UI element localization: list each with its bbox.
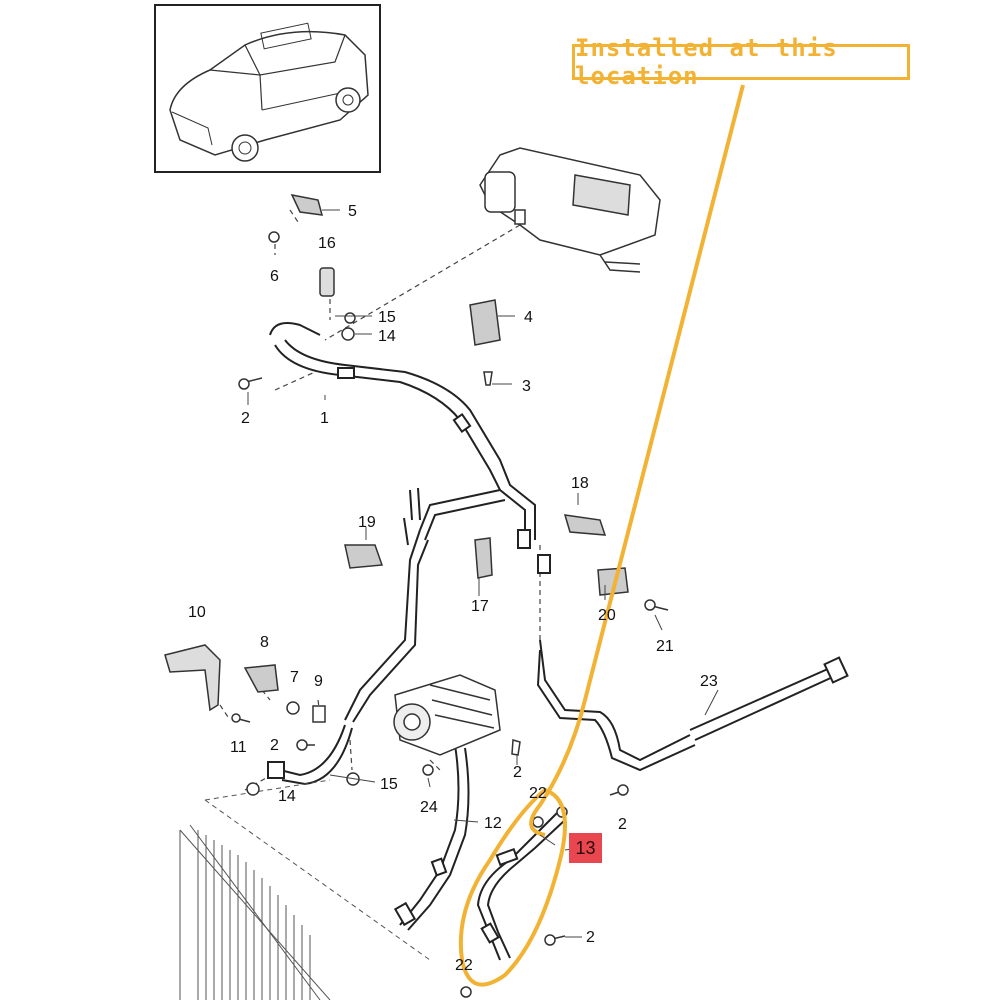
vehicle-thumbnail bbox=[154, 4, 381, 173]
hvac-housing bbox=[479, 147, 661, 273]
part-label-2: 2 bbox=[513, 764, 522, 781]
part-label-1: 1 bbox=[320, 410, 329, 427]
part-label-2: 2 bbox=[241, 410, 250, 427]
part-label-4: 4 bbox=[524, 309, 533, 326]
part-label-18: 18 bbox=[571, 475, 589, 492]
part-label-16: 16 bbox=[318, 235, 336, 252]
part-label-15: 15 bbox=[380, 776, 398, 793]
part-label-10: 10 bbox=[188, 604, 206, 621]
part-label-5: 5 bbox=[348, 203, 357, 220]
highlight-annotation bbox=[458, 84, 745, 987]
part-label-17: 17 bbox=[471, 598, 489, 615]
part-label-21: 21 bbox=[656, 638, 674, 655]
part-label-6: 6 bbox=[270, 268, 279, 285]
part-label-12: 12 bbox=[484, 815, 502, 832]
part-label-2: 2 bbox=[586, 929, 595, 946]
part-label-2: 2 bbox=[618, 816, 627, 833]
part-label-3: 3 bbox=[522, 378, 531, 395]
part-label-19: 19 bbox=[358, 514, 376, 531]
part-label-22: 22 bbox=[529, 785, 547, 802]
condenser bbox=[179, 779, 431, 1000]
part-label-2: 2 bbox=[270, 737, 279, 754]
part-label-20: 20 bbox=[598, 607, 616, 624]
part-13-highlight: 13 bbox=[569, 833, 602, 863]
hose-assembly-1 bbox=[269, 322, 551, 723]
part-label-14: 14 bbox=[278, 788, 296, 805]
part-label-11: 11 bbox=[230, 739, 247, 756]
part-label-24: 24 bbox=[420, 799, 438, 816]
compressor bbox=[393, 674, 501, 756]
part-label-9: 9 bbox=[314, 673, 323, 690]
part-label-7: 7 bbox=[290, 669, 299, 686]
part-label-22: 22 bbox=[455, 957, 473, 974]
installed-location-callout: Installed at this location bbox=[572, 34, 910, 90]
part-label-23: 23 bbox=[700, 673, 718, 690]
part-label-15: 15 bbox=[378, 309, 396, 326]
part-label-14: 14 bbox=[378, 328, 396, 345]
part-label-8: 8 bbox=[260, 634, 269, 651]
